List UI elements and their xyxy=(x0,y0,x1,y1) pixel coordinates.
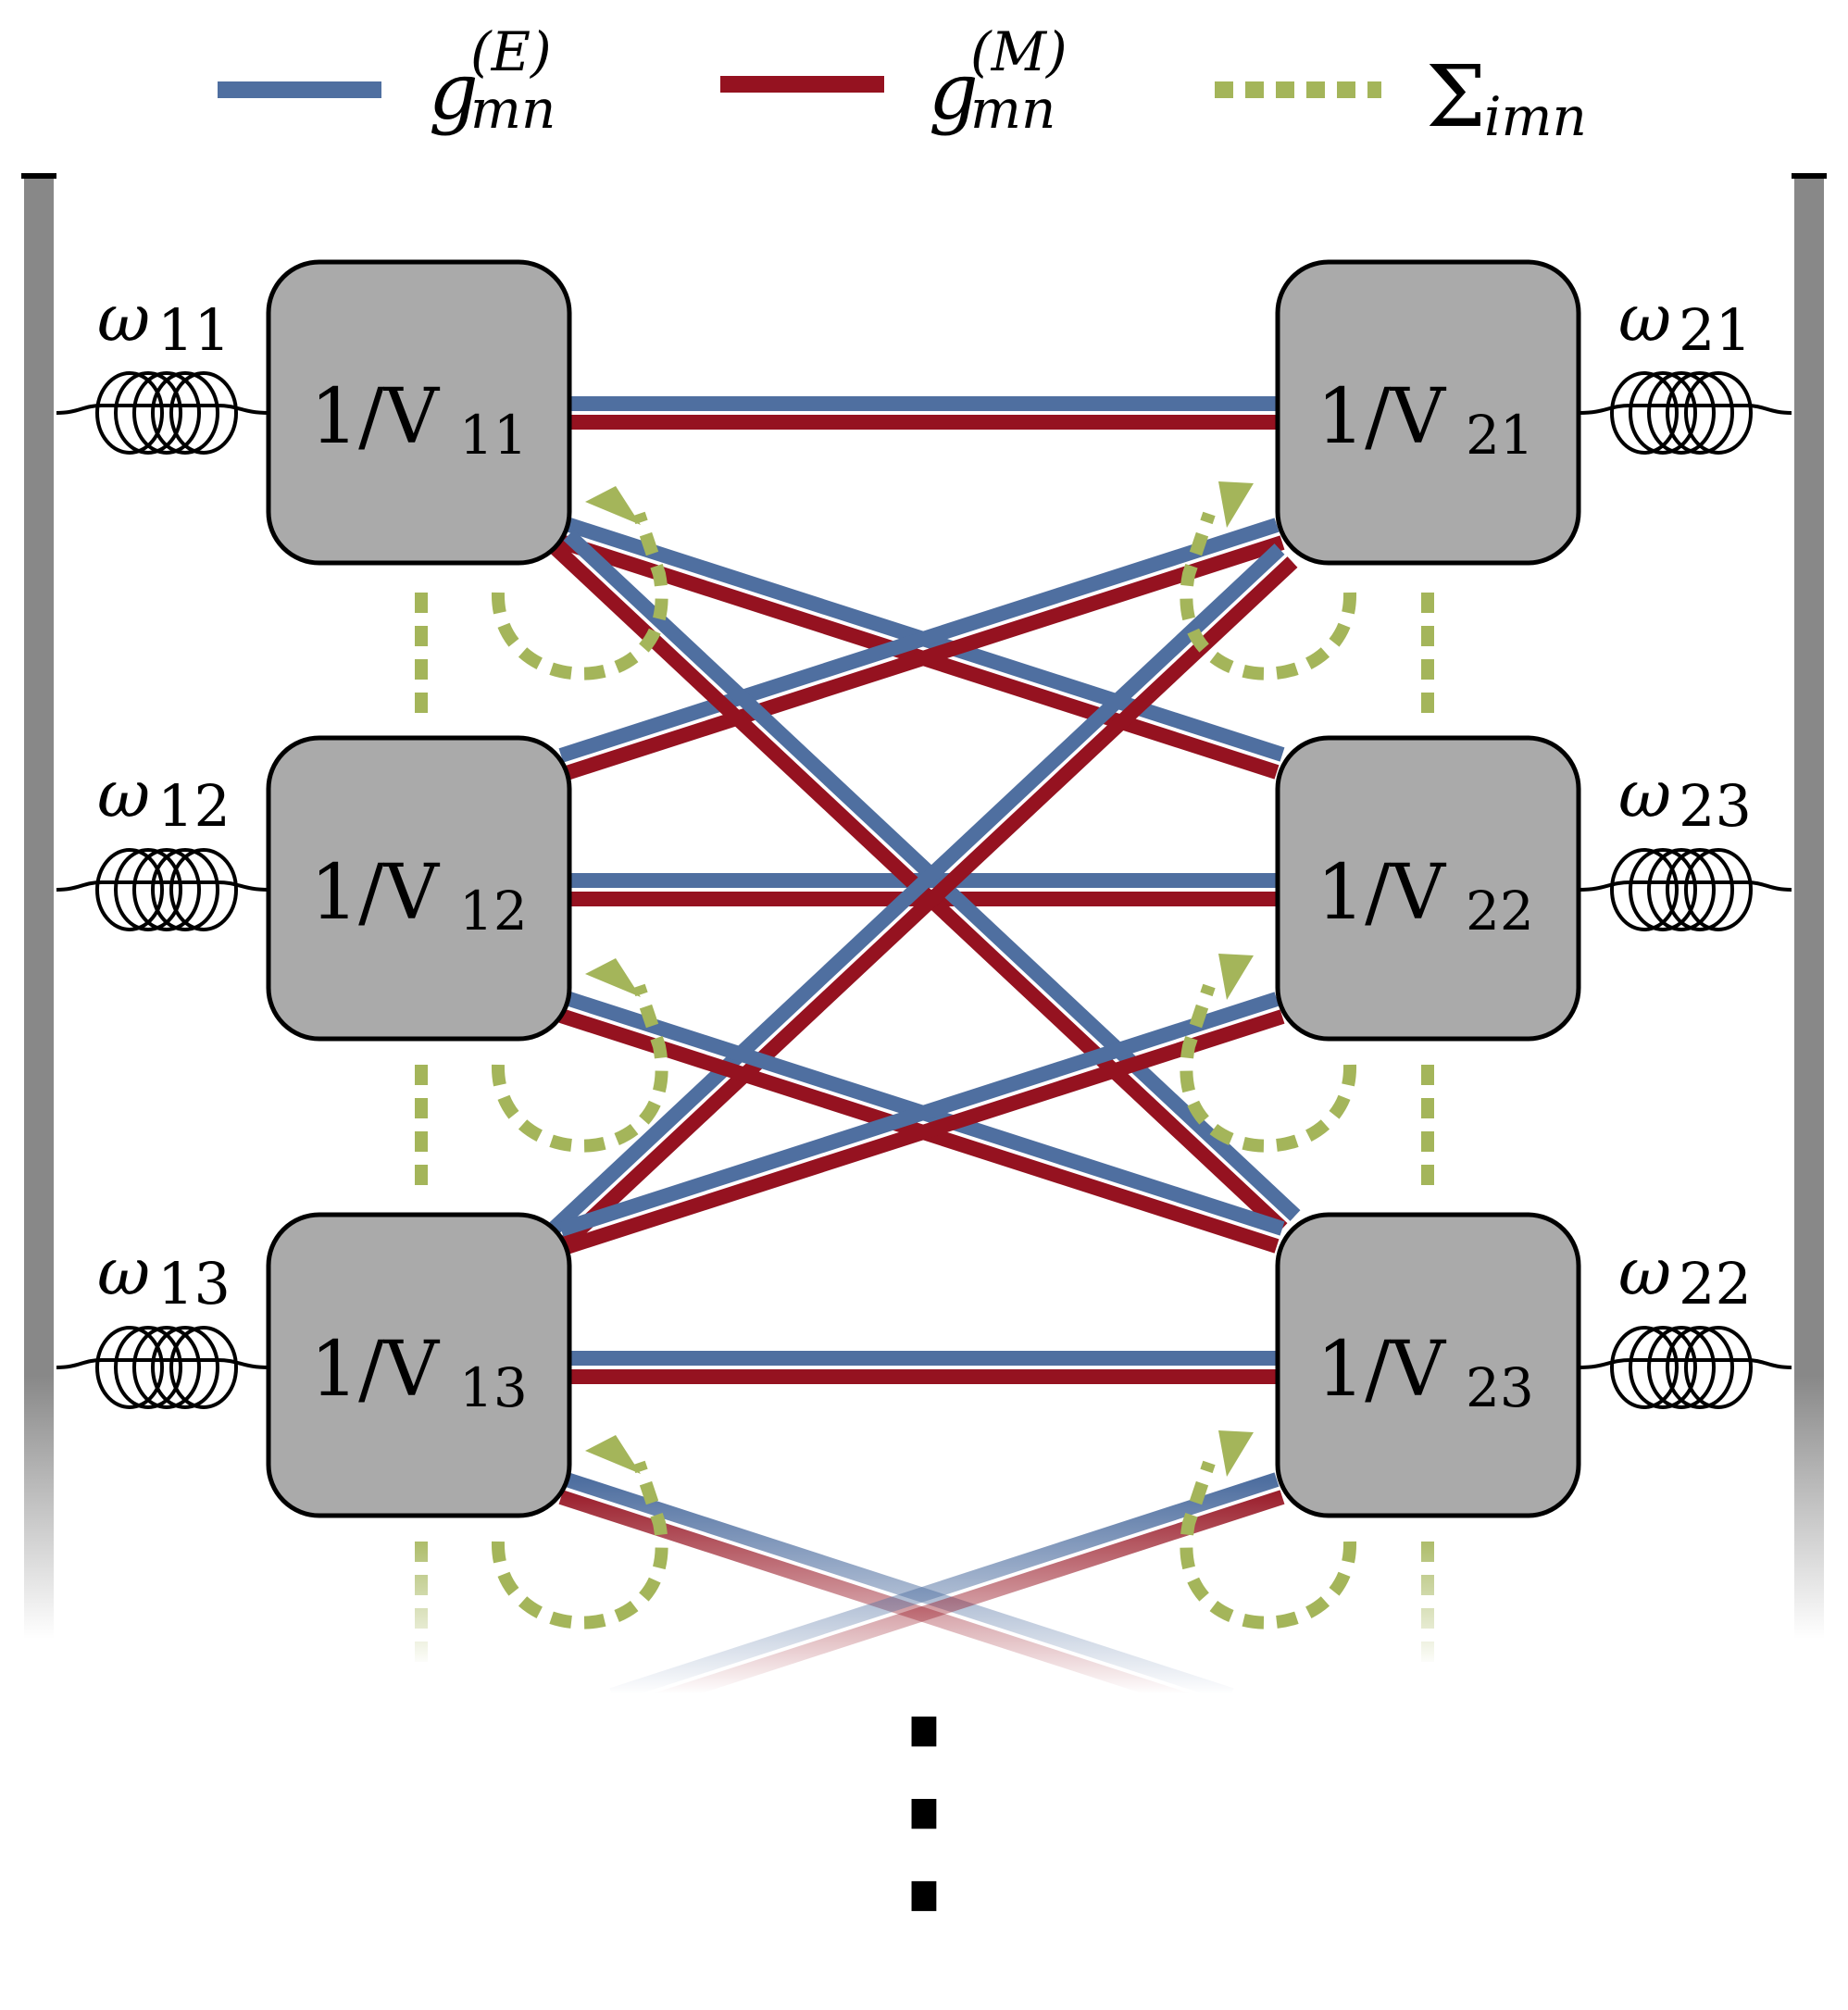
spring-23 xyxy=(1579,848,1792,931)
sigma-arrow-right-1 xyxy=(1180,481,1357,680)
coupling-13-21 xyxy=(547,543,1298,1248)
omega-label-21: ω 21 xyxy=(1618,281,1752,364)
coupling-12-21 xyxy=(558,518,1285,780)
omega-label-13: ω 13 xyxy=(97,1234,231,1317)
legend-sigma-symbol: Σ xyxy=(1426,47,1486,146)
omega-label-22: ω 22 xyxy=(1618,1234,1752,1317)
right-boxes: 1/V 21 1/V 22 1/V 23 xyxy=(1275,259,1581,1518)
sigma-arrow-left-2 xyxy=(491,958,668,1153)
box-13-prefix: 1/V xyxy=(310,1326,441,1414)
resonator-box-21: 1/V 21 xyxy=(1275,259,1581,566)
resonator-box-22: 1/V 22 xyxy=(1275,735,1581,1042)
box-23-prefix: 1/V xyxy=(1317,1326,1447,1414)
left-springs xyxy=(56,371,269,1409)
box-13-subscript: 13 xyxy=(459,1356,528,1419)
omega-23-symbol: ω xyxy=(1618,756,1671,832)
sigma-arrow-right-3 xyxy=(1180,1430,1357,1629)
omega-21-symbol: ω xyxy=(1618,281,1671,356)
omega-13-subscript: 13 xyxy=(157,1250,231,1317)
continuation-ellipsis: ⋮ xyxy=(804,1667,1044,1946)
continuation-ellipsis-text: ⋮ xyxy=(804,1667,1044,1946)
sigma-arrow-left-1 xyxy=(491,486,668,680)
omega-12-subscript: 12 xyxy=(157,772,231,840)
resonator-box-13: 1/V 13 xyxy=(266,1212,572,1518)
legend-entry-electric: g mn (E) xyxy=(218,20,556,141)
left-boxes: 1/V 11 1/V 12 1/V 13 xyxy=(266,259,572,1518)
coupling-11-21 xyxy=(565,396,1278,430)
right-omega-labels: ω 21 ω 23 ω 22 xyxy=(1618,281,1752,1317)
box-23-subscript: 23 xyxy=(1466,1356,1534,1419)
omega-23-subscript: 23 xyxy=(1679,772,1752,840)
omega-11-symbol: ω xyxy=(97,281,150,356)
spring-21 xyxy=(1579,371,1792,455)
spring-11 xyxy=(56,371,269,455)
resonator-box-11: 1/V 11 xyxy=(266,259,572,566)
sigma-arrow-right-2 xyxy=(1180,954,1357,1153)
resonator-box-12: 1/V 12 xyxy=(266,735,572,1042)
box-21-subscript: 21 xyxy=(1466,404,1534,467)
spring-12 xyxy=(56,848,269,931)
sigma-couplings xyxy=(415,481,1434,1667)
omega-12-symbol: ω xyxy=(97,756,150,832)
omega-label-12: ω 12 xyxy=(97,756,231,840)
legend-magnetic-superscript: (M) xyxy=(970,20,1068,83)
spring-13 xyxy=(56,1326,269,1409)
right-wall xyxy=(1792,173,1827,1639)
omega-21-subscript: 21 xyxy=(1679,296,1752,364)
left-wall xyxy=(21,173,56,1639)
box-12-prefix: 1/V xyxy=(310,849,441,937)
omega-22-symbol: ω xyxy=(1618,1234,1671,1310)
legend: g mn (E) g mn (M) Σ imn xyxy=(218,20,1587,148)
omega-13-symbol: ω xyxy=(97,1234,150,1310)
omega-label-23: ω 23 xyxy=(1618,756,1752,840)
box-21-prefix: 1/V xyxy=(1317,373,1447,461)
box-12-subscript: 12 xyxy=(459,880,528,943)
coupling-13-23 xyxy=(565,1351,1278,1384)
resonator-box-23: 1/V 23 xyxy=(1275,1212,1581,1518)
omega-label-11: ω 11 xyxy=(97,281,231,364)
legend-magnetic-subscript: mn xyxy=(970,78,1055,141)
right-springs xyxy=(1579,371,1792,1409)
coupling-tails xyxy=(558,1472,1285,1720)
legend-magnetic-symbol: g xyxy=(929,46,979,137)
left-omega-labels: ω 11 ω 12 ω 13 xyxy=(97,281,231,1317)
legend-electric-symbol: g xyxy=(429,46,479,137)
legend-sigma-subscript: imn xyxy=(1484,85,1587,148)
box-11-subscript: 11 xyxy=(459,404,528,467)
legend-entry-magnetic: g mn (M) xyxy=(720,20,1068,141)
spring-22 xyxy=(1579,1326,1792,1409)
sigma-arrow-left-3 xyxy=(491,1435,668,1629)
coupling-13-22 xyxy=(558,992,1285,1255)
box-22-prefix: 1/V xyxy=(1317,849,1447,937)
omega-22-subscript: 22 xyxy=(1679,1250,1752,1317)
box-11-prefix: 1/V xyxy=(310,373,441,461)
legend-electric-subscript: mn xyxy=(470,78,556,141)
coupling-lines xyxy=(547,396,1301,1720)
legend-electric-superscript: (E) xyxy=(470,20,552,83)
omega-11-subscript: 11 xyxy=(157,296,231,364)
box-22-subscript: 22 xyxy=(1466,880,1534,943)
legend-entry-sigma: Σ imn xyxy=(1215,47,1587,148)
